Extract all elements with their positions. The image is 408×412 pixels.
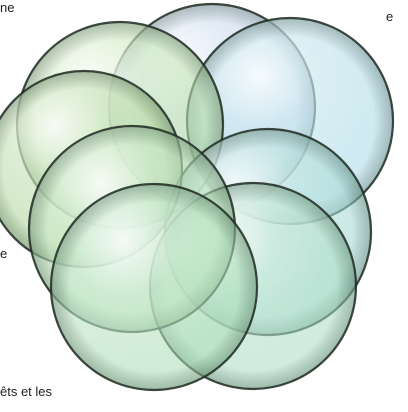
circle-bottom	[51, 184, 257, 390]
